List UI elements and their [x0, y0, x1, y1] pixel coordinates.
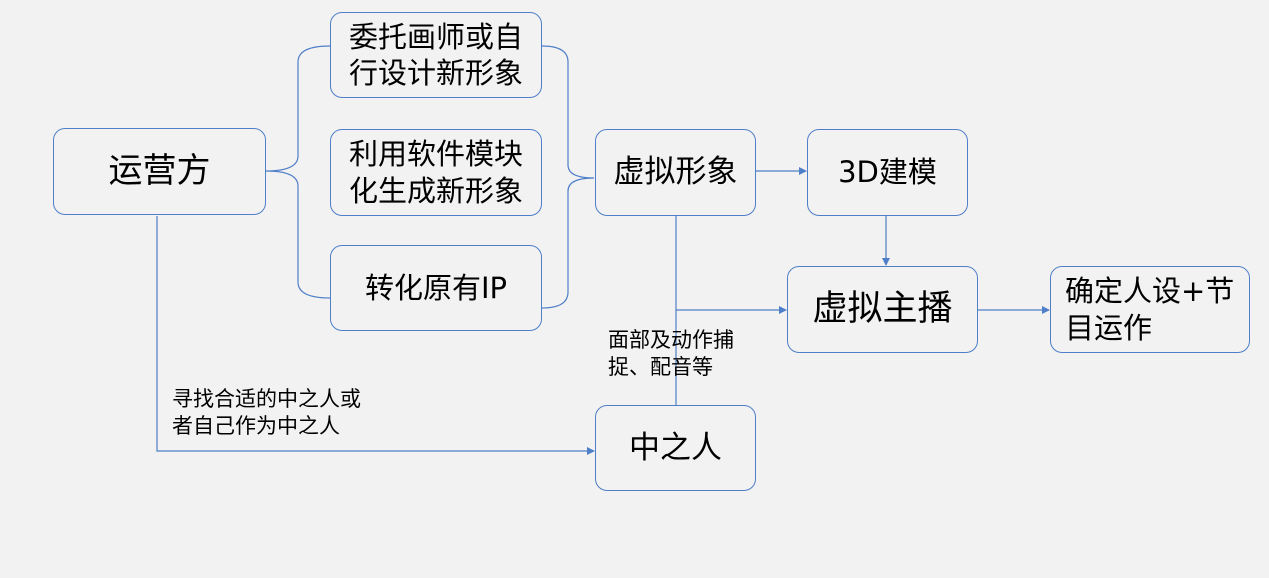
find-performer-label-line1: 寻找合适的中之人或 [172, 387, 361, 411]
find-performer-label: 寻找合适的中之人或 者自己作为中之人 [172, 386, 361, 441]
capture-label: 面部及动作捕 捉、配音等 [608, 327, 734, 382]
modeling-3d-box: 3D建模 [807, 129, 968, 216]
capture-label-line2: 捉、配音等 [608, 355, 713, 380]
virtual-image-box: 虚拟形象 [595, 129, 756, 216]
software-modular-box: 利用软件模块化生成新形象 [330, 129, 542, 216]
convert-ip-box: 转化原有IP [330, 245, 542, 331]
left-brace [265, 45, 331, 299]
virtual-anchor-box: 虚拟主播 [787, 266, 978, 353]
commission-artist-box: 委托画师或自行设计新形象 [330, 12, 542, 98]
operator-box: 运营方 [53, 128, 266, 215]
persona-program-box: 确定人设+节目运作 [1050, 266, 1250, 353]
capture-label-line1: 面部及动作捕 [608, 328, 734, 352]
right-brace [541, 45, 595, 309]
performer-box: 中之人 [595, 405, 756, 491]
arrow-operator-to-performer [156, 216, 595, 455]
find-performer-label-line2: 者自己作为中之人 [172, 414, 340, 439]
